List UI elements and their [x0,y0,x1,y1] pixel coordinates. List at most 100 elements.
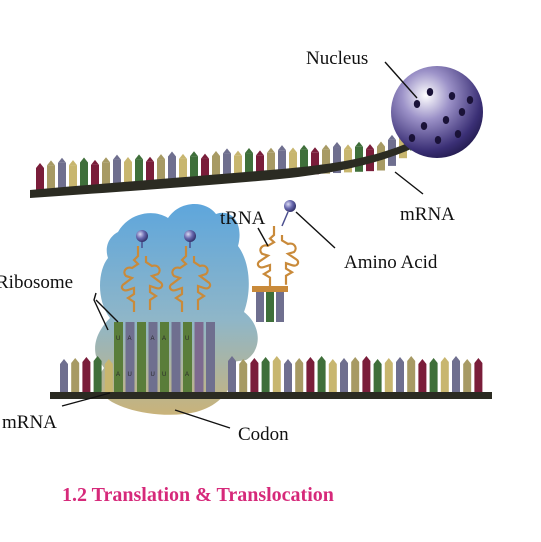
mrna-base [396,362,404,392]
mrna-base [179,158,187,182]
mrna-top-leader [394,171,424,195]
mrna-base [429,363,438,392]
nuclear-pore [413,100,421,108]
mrna-base-tip [272,356,281,361]
mrna-base-tip [474,358,483,363]
mrna-base [47,165,55,190]
mrna-base [60,364,68,392]
base-letter: A [116,372,120,378]
mrna-base [384,363,393,392]
mrna-base [306,362,315,392]
mrna-base-tip [267,147,275,153]
mrna-base [228,361,236,392]
trna-strand [120,246,164,312]
mrna-base-tip [300,144,308,150]
mrna-base [267,152,275,177]
mrna-base-tip [47,160,55,166]
nucleus-label: Nucleus [306,48,368,69]
amino-acid [184,230,196,242]
base-letter: A [128,336,132,342]
nuclear-pores [408,88,474,144]
mrna-base-tip [157,154,165,160]
amino-acid-label: Amino Acid [344,252,438,273]
amino-acid-link [281,211,289,227]
mrna-base-tip [311,147,319,153]
mrna-base [245,153,253,179]
mrna-base [311,152,319,175]
mrna-base [104,364,113,392]
mrna-base-tip [135,154,143,160]
mrna-base-tip [328,359,337,364]
mrna-base [234,155,242,179]
mrna-base [373,364,382,392]
mrna-base-tip [366,144,374,150]
mrna-base-tip [429,358,438,363]
codon-base [183,322,192,392]
mrna-base-tip [113,154,121,160]
mrna-base-tip [306,357,315,362]
base-letter: U [116,336,120,342]
mrna-base-tip [179,153,187,159]
mrna-base-tip [93,356,102,361]
mrna-base [261,362,270,392]
nuclear-pore [434,136,442,144]
mrna-base-tip [261,357,270,362]
mrna-base-tip [295,358,304,363]
mrna-base-tip [384,358,393,363]
mrna-base [407,361,416,392]
mrna-bottom-leader [61,392,111,407]
trna-strand [168,246,212,312]
mrna-top-strand [30,115,444,198]
codon-base [206,322,215,392]
mrna-bottom-label: mRNA [2,412,57,433]
base-letter: U [162,372,166,378]
mrna-base [250,363,259,392]
mrna-base [256,155,264,178]
nucleus-leader [384,61,418,99]
mrna-base [272,361,281,392]
mrna-base [223,153,231,180]
mrna-top-backbone [30,126,444,198]
codon-base [194,322,204,392]
mrna-base [80,162,88,188]
nuclear-pore [448,92,456,100]
mrna-base-tip [355,141,363,147]
mrna-base-tip [36,163,44,168]
mrna-base [239,364,248,392]
mrna-base-tip [58,157,66,163]
mrna-base [58,162,66,189]
codon-base [148,322,158,392]
mrna-base [113,159,121,186]
mrna-base [91,164,99,187]
codon-leader [174,409,231,429]
free-trna [252,200,300,322]
mrna-base-tip [250,358,259,363]
mrna-base [340,363,348,392]
mrna-base [474,363,483,392]
nuclear-pore [458,108,466,116]
base-letter: U [151,372,155,378]
codon-base [114,322,123,392]
base-letter: U [185,336,189,342]
mrna-base-tip [168,151,176,157]
mrna-base-tip [344,144,352,150]
mrna-base-tip [212,150,220,156]
mrna-base [418,364,427,392]
mrna-base-tip [333,142,341,148]
mrna-base-tip [91,159,99,165]
mrna-base [452,361,460,392]
mrna-base [201,158,209,181]
nuclear-pore [408,134,416,142]
amino-acid-free [284,200,296,212]
mrna-base [362,361,371,392]
mrna-base-tip [289,147,297,153]
mrna-base [351,362,360,392]
trna-label: tRNA [220,208,266,229]
mrna-base-tip [322,144,330,150]
mrna-base-tip [407,356,416,361]
mrna-base [69,165,77,189]
mrna-base-tip [146,156,154,162]
mrna-base-tip [452,356,460,361]
ribosome-trnas [120,230,212,312]
mrna-base [278,150,286,177]
